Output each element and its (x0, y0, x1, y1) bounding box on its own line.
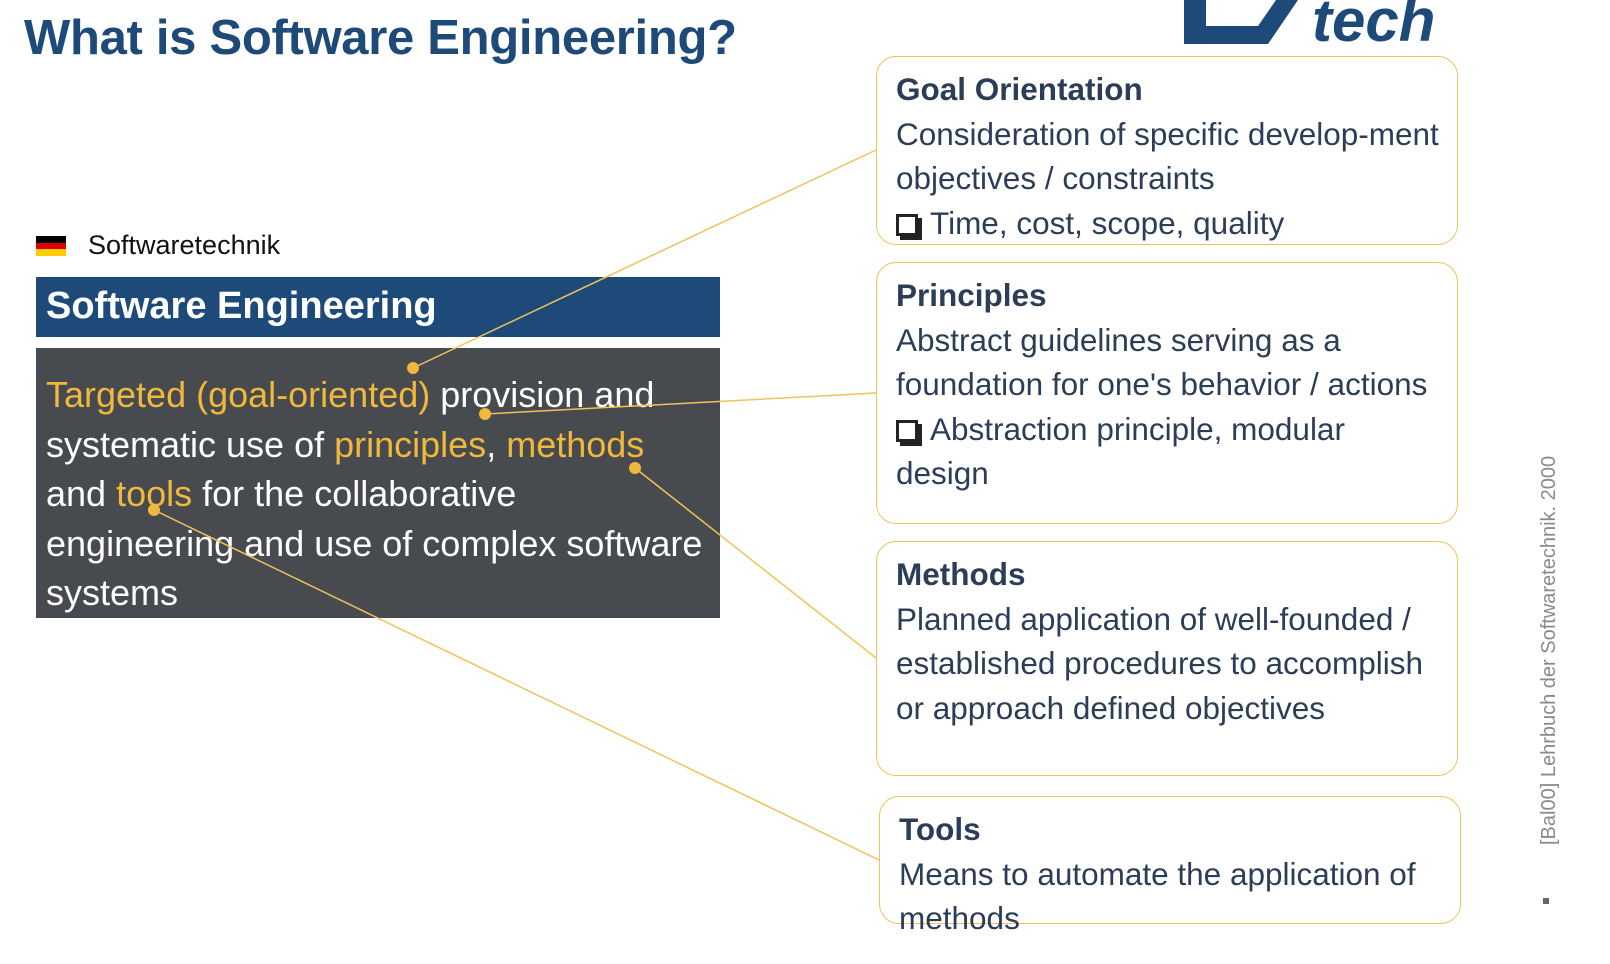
callout-title: Principles (896, 277, 1047, 313)
definition-text: Targeted (goal-oriented) provision and s… (46, 374, 702, 613)
citation: [Bal00] Lehrbuch der Softwaretechnik. 20… (1538, 455, 1560, 845)
definition-highlight-tools: tools (116, 473, 193, 514)
german-term-label: Softwaretechnik (88, 230, 281, 260)
callout-title: Goal Orientation (896, 71, 1143, 107)
checkbox-icon (896, 419, 922, 446)
callout-title: Methods (896, 556, 1026, 592)
german-flag-icon (36, 236, 66, 257)
definition-segment: , (486, 423, 507, 465)
callout-example: Abstraction principle, modular design (896, 407, 1441, 496)
logo: tech (1180, 0, 1480, 55)
callout-goal-orientation: Goal Orientation Consideration of specif… (876, 56, 1458, 245)
callout-methods: Methods Planned application of well-foun… (876, 541, 1458, 776)
callout-description: Means to automate the application of met… (899, 855, 1416, 937)
callout-description: Abstract guidelines serving as a foundat… (896, 321, 1428, 403)
logo-mark-icon (1184, 0, 1298, 44)
callout-tools: Tools Means to automate the application … (879, 796, 1461, 936)
logo-text: tech (1312, 0, 1436, 54)
checkbox-icon (896, 213, 922, 240)
callout-example-text: Time, cost, scope, quality (930, 204, 1285, 241)
slide-title: What is Software Engineering? (24, 11, 737, 65)
callout-title: Tools (899, 811, 981, 847)
term-header: Software Engineering (36, 277, 720, 337)
callout-example: Time, cost, scope, quality (896, 201, 1441, 246)
definition-highlight-methods: methods (506, 423, 645, 465)
callout-principles: Principles Abstract guidelines serving a… (876, 262, 1458, 524)
definition-segment: and (46, 473, 117, 514)
callout-description: Consideration of specific develop-ment o… (896, 115, 1439, 197)
callout-description: Planned application of well-founded / es… (896, 600, 1424, 726)
definition-highlight-goal: Targeted (goal-oriented) (46, 374, 431, 415)
callout-example-text: Abstraction principle, modular design (896, 410, 1345, 492)
definition-box: Targeted (goal-oriented) provision and s… (36, 348, 720, 618)
definition-highlight-principles: principles (334, 423, 487, 465)
page-marker (1543, 898, 1549, 904)
